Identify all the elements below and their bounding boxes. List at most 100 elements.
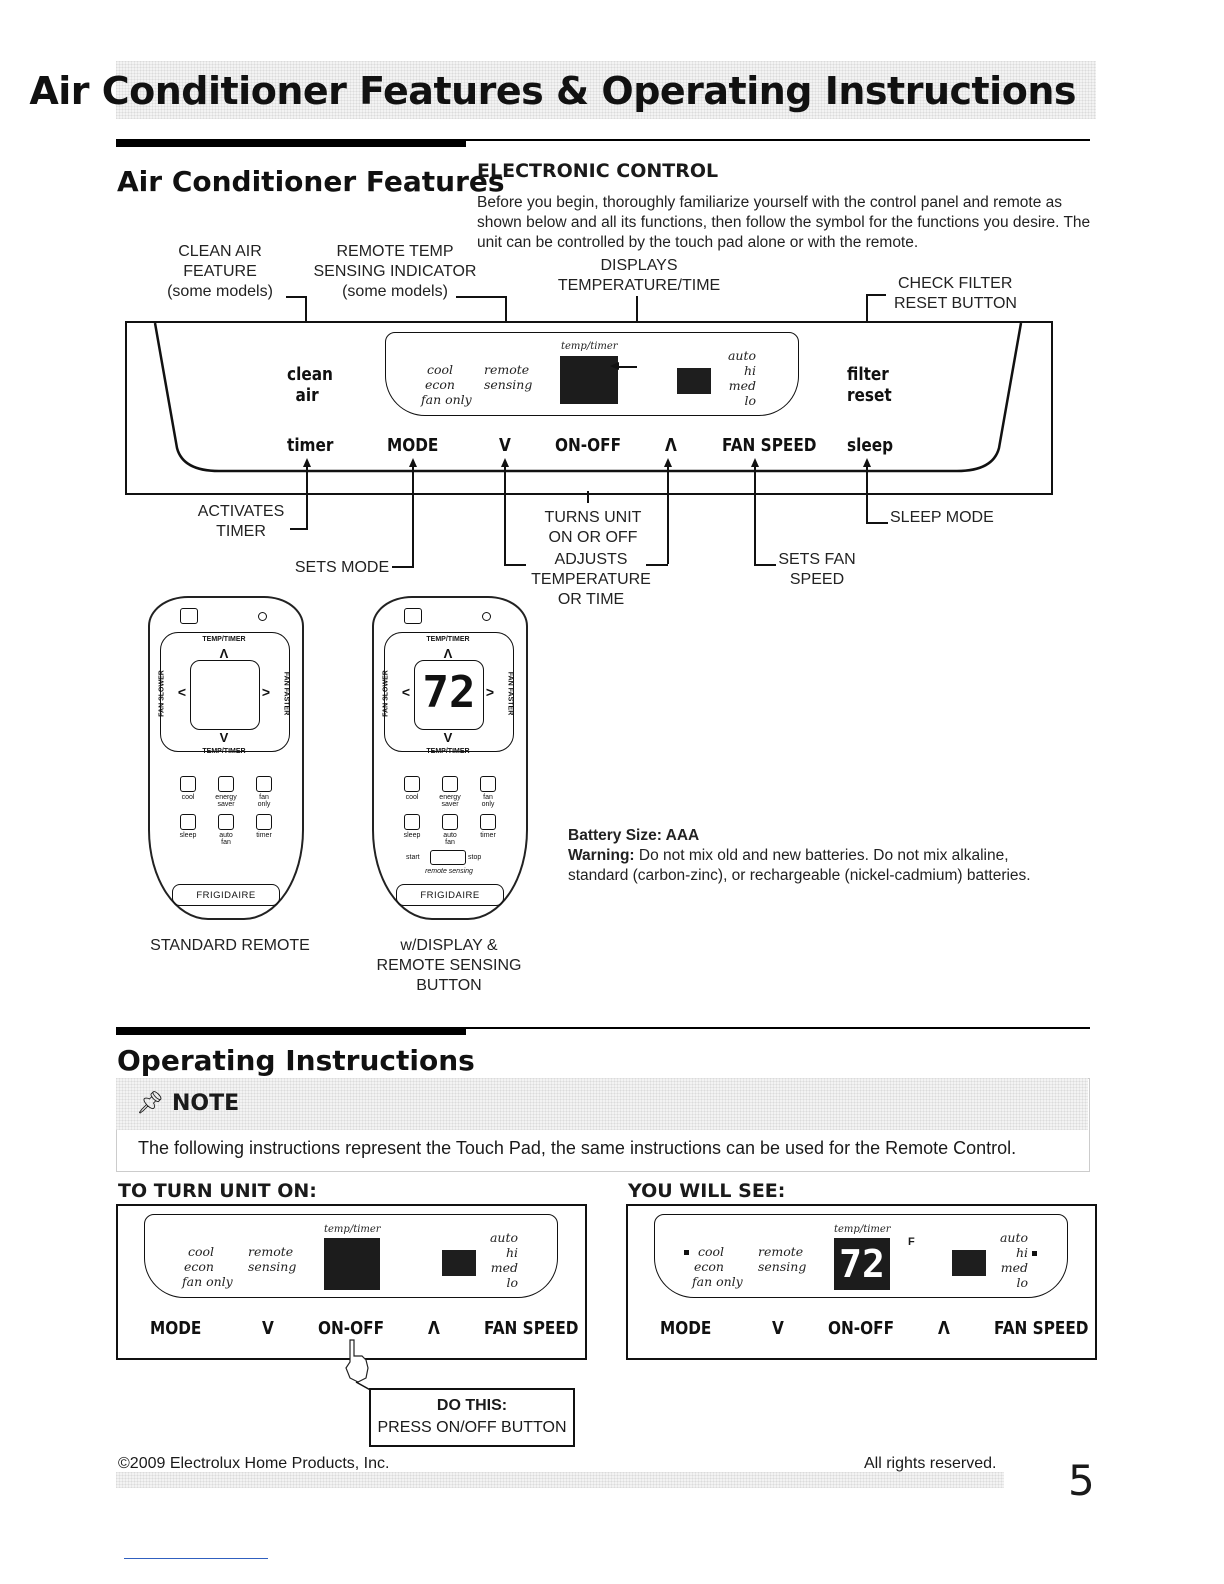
arrow-left-icon — [610, 362, 619, 370]
mode-button[interactable]: MODE — [387, 435, 439, 456]
energy-saver-button[interactable] — [442, 776, 458, 792]
do-this-box: DO THIS: PRESS ON/OFF BUTTON — [369, 1388, 575, 1447]
temp-down-button[interactable]: V — [219, 730, 229, 745]
on-off-button[interactable]: ON-OFF — [318, 1318, 385, 1339]
arrow-up-icon — [409, 458, 417, 467]
arrow-up-icon — [751, 458, 759, 467]
mode-indicator-list: cool econ fan only — [421, 362, 472, 407]
fan-slower-button[interactable]: < — [177, 684, 187, 700]
temperature-display: 72 — [834, 1238, 890, 1290]
on-off-button[interactable]: ON-OFF — [555, 435, 622, 456]
temp-down-button[interactable]: V — [499, 435, 511, 456]
fan-faster-button[interactable]: > — [485, 684, 495, 700]
fan-only-button[interactable] — [256, 776, 272, 792]
fahrenheit-indicator: F — [908, 1236, 915, 1248]
sleep-label: sleep — [403, 832, 421, 839]
temp-up-button[interactable]: Λ — [665, 435, 677, 456]
temp-up-button[interactable]: Λ — [219, 646, 229, 661]
temp-up-button[interactable]: Λ — [938, 1318, 950, 1339]
auto-fan-button[interactable] — [218, 814, 234, 830]
mode-indicator-list: cool econ fan only — [182, 1244, 233, 1289]
cool-button[interactable] — [404, 776, 420, 792]
standard-remote: TEMP/TIMER TEMP/TIMER Λ V < > FAN SLOWER… — [148, 596, 304, 920]
timer-label: timer — [480, 832, 496, 839]
temperature-display — [560, 356, 618, 404]
pushpin-icon: 📌︎ — [136, 1090, 164, 1115]
temp-down-button[interactable]: V — [772, 1318, 784, 1339]
auto-fan-label: auto fan — [443, 832, 457, 846]
remote-sensing-button[interactable] — [430, 850, 466, 865]
temp-timer-label: TEMP/TIMER — [202, 636, 246, 643]
arrow-up-icon — [303, 458, 311, 467]
temp-timer-label: temp/timer — [561, 341, 618, 352]
timer-button[interactable] — [256, 814, 272, 830]
sleep-button[interactable] — [404, 814, 420, 830]
remote-display: 72 — [414, 660, 484, 730]
temp-timer-label: temp/timer — [324, 1224, 381, 1235]
callout-sets-mode: SETS MODE — [294, 559, 390, 576]
leader-line — [412, 466, 414, 566]
leader-line — [754, 564, 776, 566]
sleep-label: sleep — [179, 832, 197, 839]
you-will-see-heading: YOU WILL SEE: — [628, 1180, 786, 1202]
display-value: 72 — [839, 1242, 885, 1286]
leader-line — [754, 466, 756, 564]
fan-faster-label: FAN FASTER — [506, 671, 514, 716]
power-icon[interactable] — [404, 608, 422, 624]
pointing-hand-icon — [345, 1339, 375, 1393]
callout-clean-air: CLEAN AIR FEATURE (some models) — [167, 243, 273, 300]
note-band: 📌︎ NOTE — [116, 1078, 1088, 1130]
page-header-title: Air Conditioner Features & Operating Ins… — [29, 69, 1076, 113]
callout-activates-timer: ACTIVATES TIMER — [197, 503, 285, 540]
cool-label: cool — [181, 794, 195, 801]
fan-faster-button[interactable]: > — [261, 684, 271, 700]
fan-speed-button[interactable]: FAN SPEED — [994, 1318, 1089, 1339]
on-off-button[interactable]: ON-OFF — [828, 1318, 895, 1339]
fan-speed-button[interactable]: FAN SPEED — [484, 1318, 579, 1339]
battery-info: Battery Size: AAA Warning: Do not mix ol… — [568, 826, 1058, 886]
sleep-button[interactable]: sleep — [847, 435, 894, 456]
timer-button[interactable] — [480, 814, 496, 830]
leader-line — [306, 466, 308, 528]
warning-label: Warning: — [568, 847, 635, 864]
temp-down-button[interactable]: V — [443, 730, 453, 745]
fan-only-button[interactable] — [480, 776, 496, 792]
sleep-button[interactable] — [180, 814, 196, 830]
copyright: ©2009 Electrolux Home Products, Inc. — [118, 1455, 390, 1472]
remote-sensing-indicator: remote sensing — [248, 1244, 297, 1274]
cool-label: cool — [405, 794, 419, 801]
page-number: 5 — [1068, 1456, 1095, 1505]
fan-speed-indicator-list: auto hi med lo — [489, 1230, 518, 1290]
electronic-control-text: Before you begin, thoroughly familiarize… — [477, 194, 1091, 251]
cool-button[interactable] — [180, 776, 196, 792]
energy-saver-label: energy saver — [439, 794, 461, 808]
temp-up-button[interactable]: Λ — [428, 1318, 440, 1339]
temp-down-button[interactable]: V — [262, 1318, 274, 1339]
leader-line — [392, 566, 414, 568]
start-label: start — [406, 854, 420, 861]
leader-line — [286, 296, 306, 298]
mode-button[interactable]: MODE — [660, 1318, 712, 1339]
remote-sensing-indicator: remote sensing — [758, 1244, 807, 1274]
display-remote: TEMP/TIMER TEMP/TIMER 72 Λ V < > FAN SLO… — [372, 596, 528, 920]
fan-speed-indicator-list: auto hi med lo — [727, 348, 756, 408]
temp-up-button[interactable]: Λ — [443, 646, 453, 661]
fan-only-label: fan only — [481, 794, 495, 808]
leader-line — [587, 491, 589, 503]
mode-button[interactable]: MODE — [150, 1318, 202, 1339]
fan-slower-label: FAN SLOWER — [158, 670, 166, 717]
timer-button[interactable]: timer — [287, 435, 334, 456]
power-icon[interactable] — [180, 608, 198, 624]
fan-slower-button[interactable]: < — [401, 684, 411, 700]
leader-line — [504, 564, 526, 566]
dpad-frame — [160, 632, 290, 752]
fan-speed-button[interactable]: FAN SPEED — [722, 435, 817, 456]
temp-timer-label: TEMP/TIMER — [426, 748, 470, 755]
fan-speed-indicator-list: auto hi med lo — [999, 1230, 1028, 1290]
auto-fan-button[interactable] — [442, 814, 458, 830]
display-remote-caption: w/DISPLAY & REMOTE SENSING BUTTON — [376, 937, 522, 994]
energy-saver-button[interactable] — [218, 776, 234, 792]
cool-indicator-dot — [684, 1250, 689, 1255]
